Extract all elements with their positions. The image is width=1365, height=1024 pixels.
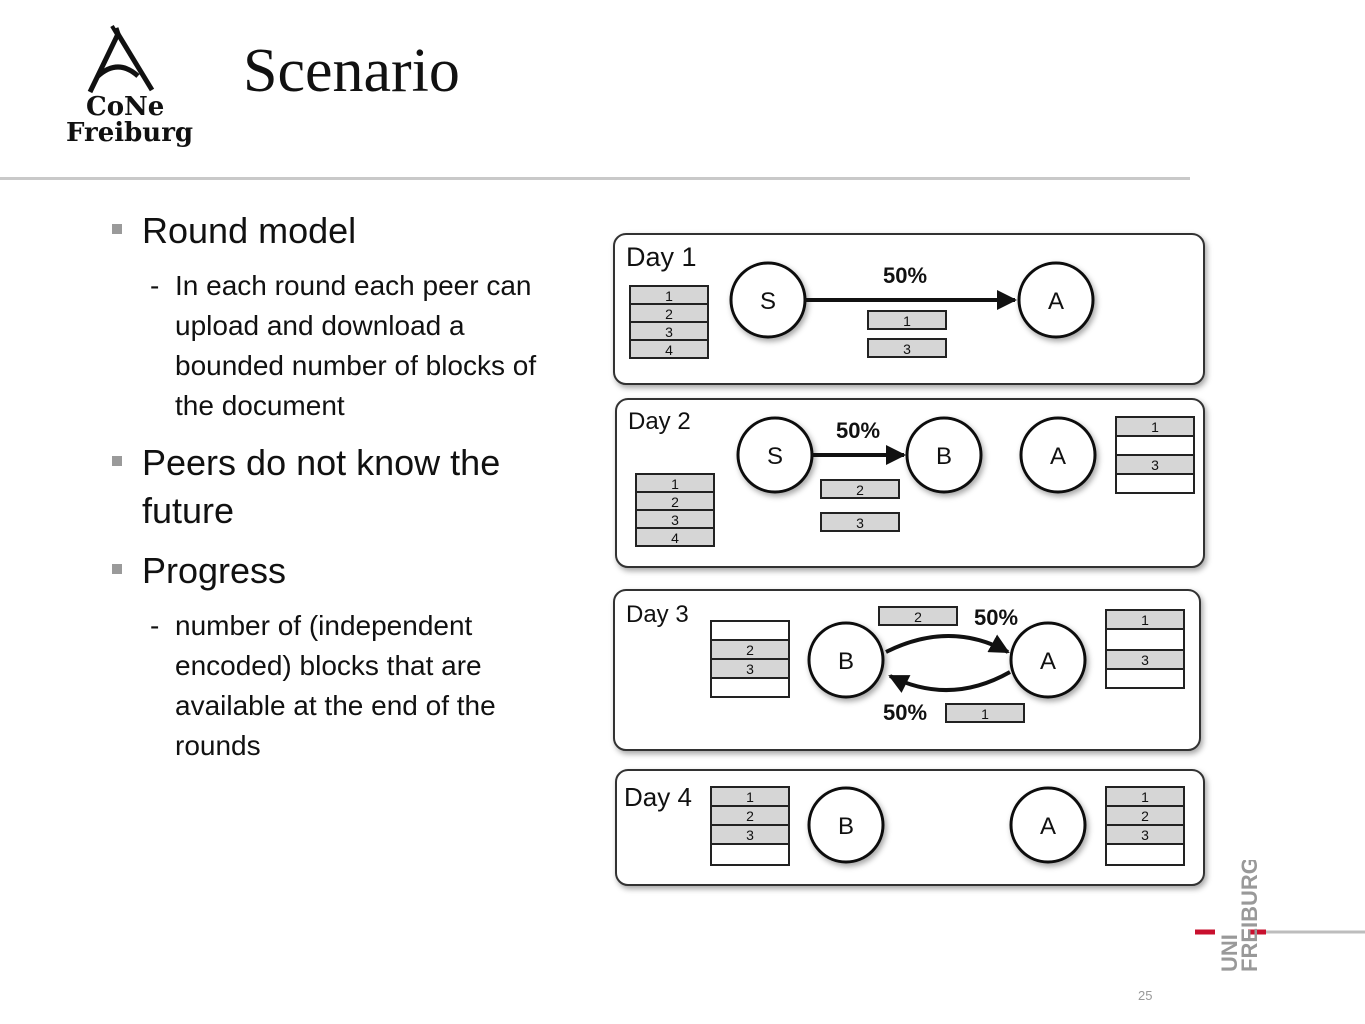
- bullet-text: Progress: [142, 550, 287, 591]
- block-label: 4: [671, 530, 679, 546]
- block-label: 1: [671, 476, 679, 492]
- tent-icon: [87, 24, 155, 94]
- block-label: 3: [856, 515, 864, 531]
- logo-line2: Freiburg: [66, 118, 194, 148]
- block-label: 3: [1151, 457, 1159, 473]
- rate-label: 50%: [836, 418, 880, 443]
- node-a: A: [1019, 416, 1097, 494]
- node-b: B: [905, 416, 983, 494]
- rate-label: 50%: [883, 263, 927, 288]
- sub-bullet-text: number of (independent encoded) blocks t…: [175, 610, 496, 761]
- page-number: 25: [1138, 988, 1153, 1003]
- node-label: B: [936, 443, 952, 470]
- block-label: 1: [1141, 789, 1149, 805]
- bullet-square-icon: [112, 564, 122, 574]
- block-label: 3: [671, 512, 679, 528]
- day2-left-stack: 1 2 3 4: [635, 473, 715, 547]
- node-label: S: [767, 443, 783, 470]
- day4-label: Day 4: [624, 782, 692, 812]
- transfer-arrow-b-to-a: [885, 634, 1010, 654]
- block-label: 3: [665, 324, 673, 340]
- block-label: 3: [746, 661, 754, 677]
- day3-panel: Day 3 2 3 B A 50% 50% 2 1: [613, 589, 1201, 751]
- logo-line1: CoNe: [86, 92, 165, 122]
- block-label: 3: [903, 341, 911, 357]
- block-label: 2: [746, 808, 754, 824]
- block-label: 2: [1141, 808, 1149, 824]
- day4-right-stack: 1 2 3: [1105, 786, 1185, 866]
- days-diagram: Day 1 1 2 3 4 S A 50% 1 3 Da: [613, 233, 1205, 886]
- bullet-text: Peers do not know the future: [142, 442, 501, 531]
- day4-left-stack: 1 2 3: [710, 786, 790, 866]
- block-label: 3: [746, 827, 754, 843]
- block-label: 2: [671, 494, 679, 510]
- node-label: A: [1040, 648, 1056, 675]
- day3-right-stack: 1 3: [1105, 609, 1185, 689]
- node-label: B: [838, 648, 854, 675]
- transfer-arrow-a-to-b: [888, 670, 1011, 693]
- day1-panel: Day 1 1 2 3 4 S A 50% 1 3: [613, 233, 1205, 385]
- node-label: A: [1050, 443, 1066, 470]
- uni-freiburg-logo: UNI FREIBURG: [1195, 860, 1365, 972]
- rate-label: 50%: [974, 605, 1018, 630]
- node-b: B: [807, 786, 885, 864]
- block-label: 1: [903, 313, 911, 329]
- block-label: 2: [914, 609, 922, 625]
- node-a: A: [1009, 786, 1087, 864]
- node-a: A: [1017, 261, 1095, 339]
- block-label: 2: [856, 482, 864, 498]
- day3-transfer-blocks: 2 1: [878, 606, 1025, 723]
- bullet-square-icon: [112, 456, 122, 466]
- block-label: 1: [1141, 612, 1149, 628]
- bullet-text: Round model: [142, 210, 357, 251]
- node-s: S: [729, 261, 807, 339]
- node-a: A: [1009, 621, 1087, 699]
- block-label: 1: [746, 789, 754, 805]
- block-label: 1: [665, 288, 673, 304]
- freiburg-text: FREIBURG: [1237, 860, 1262, 972]
- block-label: 1: [981, 706, 989, 722]
- day1-left-stack: 1 2 3 4: [629, 285, 709, 359]
- bullet-square-icon: [112, 224, 122, 234]
- day1-transfer-blocks: 1 3: [867, 310, 947, 358]
- block-label: 4: [665, 342, 673, 358]
- day2-label: Day 2: [628, 408, 691, 435]
- block-label: 3: [1141, 827, 1149, 843]
- node-label: A: [1040, 813, 1056, 840]
- day3-left-stack: 2 3: [710, 620, 790, 698]
- day4-panel: Day 4 1 2 3 B A 1 2 3: [615, 769, 1205, 886]
- sub-bullet-text: In each round each peer can upload and d…: [175, 270, 537, 421]
- node-label: A: [1048, 288, 1064, 315]
- block-label: 2: [665, 306, 673, 322]
- block-label: 3: [1141, 652, 1149, 668]
- node-label: S: [760, 288, 776, 315]
- dash-icon: -: [150, 270, 160, 301]
- uni-text: UNI: [1217, 934, 1242, 972]
- day2-transfer-blocks: 2 3: [820, 479, 900, 532]
- block-label: 1: [1151, 419, 1159, 435]
- dash-icon: -: [150, 610, 160, 641]
- node-s: S: [736, 416, 814, 494]
- slide-title: Scenario: [243, 37, 460, 105]
- rate-label: 50%: [883, 700, 927, 725]
- day1-label: Day 1: [626, 242, 697, 272]
- node-label: B: [838, 813, 854, 840]
- day3-label: Day 3: [626, 601, 689, 628]
- title-divider: [0, 177, 1190, 180]
- day2-panel: Day 2 1 2 3 4 S B A 50% 2 3: [615, 398, 1205, 568]
- node-b: B: [807, 621, 885, 699]
- block-label: 2: [746, 642, 754, 658]
- day2-right-stack: 1 3: [1115, 416, 1195, 494]
